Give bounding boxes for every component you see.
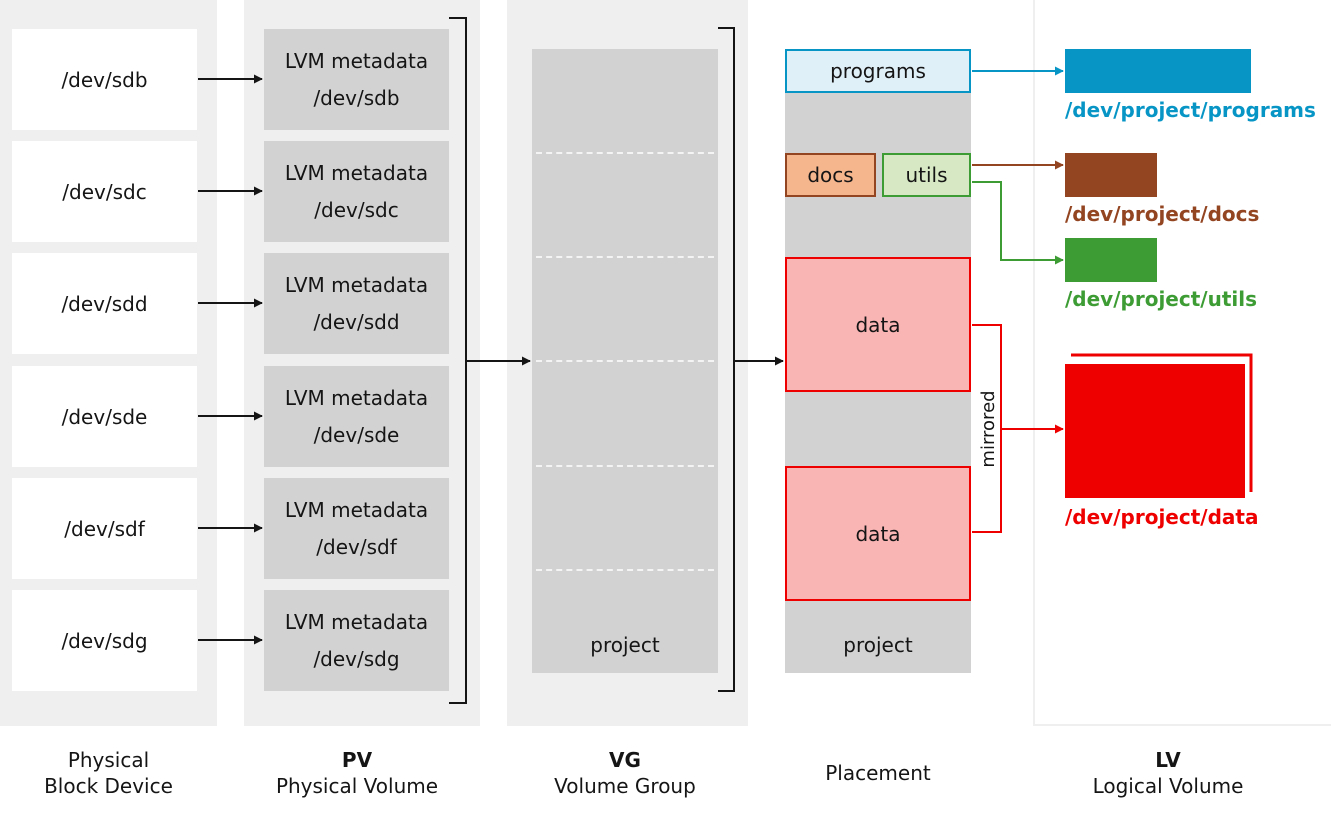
device-sdg: /dev/sdg <box>12 590 197 691</box>
pv-title: LVM metadata <box>284 272 429 297</box>
device-sdb: /dev/sdb <box>12 29 197 130</box>
lv-utils-block <box>1065 238 1157 282</box>
pv-device: /dev/sde <box>313 422 400 447</box>
device-label: /dev/sde <box>61 404 148 429</box>
device-sde: /dev/sde <box>12 366 197 467</box>
lv-data-mirror-edge <box>1071 353 1253 492</box>
pv-sdb: LVM metadata/dev/sdb <box>264 29 449 130</box>
vg-bracket <box>718 27 735 692</box>
pv-title: LVM metadata <box>284 609 429 634</box>
pv-sdc: LVM metadata/dev/sdc <box>264 141 449 242</box>
device-label: /dev/sdb <box>61 67 148 92</box>
lv-data-label: /dev/project/data <box>1065 505 1259 529</box>
lv-column <box>1033 0 1331 726</box>
device-label: /dev/sdf <box>64 516 145 541</box>
placement-name: project <box>843 633 913 657</box>
mirror-bracket <box>972 324 1002 533</box>
device-label: /dev/sdd <box>61 291 148 316</box>
lv-programs-label: /dev/project/programs <box>1065 98 1316 122</box>
pv-title: LVM metadata <box>284 48 429 73</box>
vg-name: project <box>590 633 660 657</box>
pv-sde: LVM metadata/dev/sde <box>264 366 449 467</box>
placement-utils: utils <box>882 153 971 197</box>
placement-data-mirror: data <box>785 466 971 601</box>
pv-title: LVM metadata <box>284 385 429 410</box>
device-sdc: /dev/sdc <box>12 141 197 242</box>
lv-docs-label: /dev/project/docs <box>1065 202 1260 226</box>
pv-bracket <box>449 17 467 704</box>
pv-sdf: LVM metadata/dev/sdf <box>264 478 449 579</box>
vg-block: project <box>532 49 718 673</box>
pv-device: /dev/sdf <box>316 534 397 559</box>
lv-programs-block <box>1065 49 1251 93</box>
lv-utils-label: /dev/project/utils <box>1065 287 1258 311</box>
label-pv: PV Physical Volume <box>275 748 439 798</box>
pv-sdg: LVM metadata/dev/sdg <box>264 590 449 691</box>
placement-data-primary: data <box>785 257 971 392</box>
vg-divider <box>536 465 714 467</box>
label-placement: Placement <box>825 761 931 785</box>
pv-device: /dev/sdg <box>313 646 400 671</box>
device-label: /dev/sdc <box>62 179 147 204</box>
pv-sdd: LVM metadata/dev/sdd <box>264 253 449 354</box>
vg-divider <box>536 152 714 154</box>
device-label: /dev/sdg <box>61 628 148 653</box>
pv-device: /dev/sdd <box>313 309 400 334</box>
arrow-utils <box>972 181 1064 265</box>
lv-docs-block <box>1065 153 1157 197</box>
pv-device: /dev/sdc <box>314 197 399 222</box>
device-sdd: /dev/sdd <box>12 253 197 354</box>
placement-programs: programs <box>785 49 971 93</box>
lv-data-block <box>1065 364 1245 498</box>
vg-divider <box>536 256 714 258</box>
pv-title: LVM metadata <box>284 497 429 522</box>
placement-docs: docs <box>785 153 876 197</box>
vg-divider <box>536 569 714 571</box>
vg-divider <box>536 360 714 362</box>
label-physical: Physical Block Device <box>44 748 173 798</box>
label-lv: LV Logical Volume <box>1092 748 1244 798</box>
label-vg: VG Volume Group <box>554 748 696 798</box>
device-sdf: /dev/sdf <box>12 478 197 579</box>
pv-title: LVM metadata <box>284 160 429 185</box>
pv-device: /dev/sdb <box>313 85 400 110</box>
